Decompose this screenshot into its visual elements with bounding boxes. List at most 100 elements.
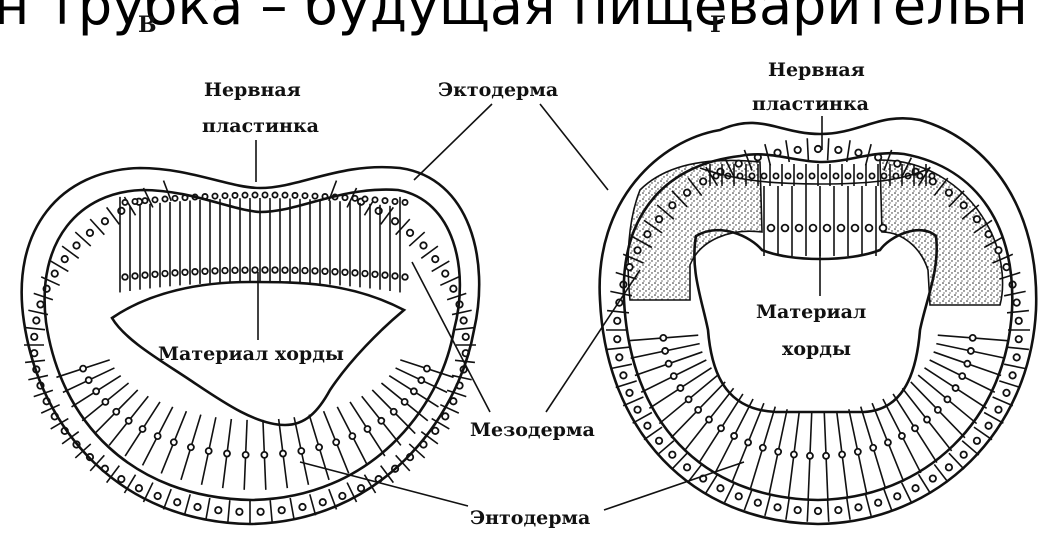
ectoderm-cell-nucleus bbox=[626, 264, 632, 270]
chorda-cell-nucleus bbox=[838, 225, 845, 232]
endoderm-cell-nucleus bbox=[660, 335, 666, 341]
plate-cell-nucleus bbox=[272, 267, 278, 273]
endoderm-cell-nucleus bbox=[970, 335, 976, 341]
endoderm-cell-nucleus bbox=[280, 451, 286, 457]
endoderm-cell-nucleus bbox=[775, 449, 781, 455]
ectoderm-cell-wall bbox=[616, 381, 637, 388]
ectoderm-cell-nucleus bbox=[614, 336, 620, 342]
plate-cell-nucleus bbox=[242, 193, 247, 198]
endoderm-cell-nucleus bbox=[870, 445, 876, 451]
ectoderm-cell-nucleus bbox=[794, 147, 800, 153]
ectoderm-cell-nucleus bbox=[700, 178, 706, 184]
chorda-cell-nucleus bbox=[782, 225, 789, 232]
ectoderm-cell-nucleus bbox=[73, 242, 79, 248]
ectoderm-cell-nucleus bbox=[215, 507, 221, 513]
chorda-cell-nucleus bbox=[796, 225, 803, 232]
panel-g-mesoderm-right bbox=[880, 160, 1003, 305]
plate-cell-nucleus bbox=[162, 196, 167, 201]
ectoderm-cell-nucleus bbox=[37, 301, 43, 307]
ectoderm-cell-nucleus bbox=[815, 146, 821, 152]
plate-cell-nucleus bbox=[252, 267, 258, 273]
chorda-cell-nucleus bbox=[880, 225, 887, 232]
ectoderm-cell-nucleus bbox=[432, 256, 438, 262]
ectoderm-cell-wall bbox=[164, 489, 172, 509]
ectoderm-cell-nucleus bbox=[930, 475, 936, 481]
ectoderm-cell-nucleus bbox=[1016, 318, 1022, 324]
plate-cell-nucleus bbox=[132, 273, 138, 279]
ectoderm-cell-wall bbox=[25, 360, 45, 362]
ectoderm-cell-wall bbox=[1007, 347, 1029, 349]
endoderm-cell-nucleus bbox=[411, 388, 417, 394]
ectoderm-cell-nucleus bbox=[616, 354, 622, 360]
ectoderm-cell-nucleus bbox=[794, 507, 800, 513]
endoderm-cell-nucleus bbox=[171, 439, 177, 445]
ectoderm-cell-wall bbox=[744, 489, 752, 510]
ectoderm-cell-nucleus bbox=[960, 202, 966, 208]
ectoderm-cell-wall bbox=[270, 500, 272, 522]
endoderm-cell-nucleus bbox=[959, 373, 965, 379]
endoderm-cell-nucleus bbox=[126, 418, 132, 424]
ectoderm-cell-nucleus bbox=[1013, 354, 1019, 360]
plate-cell-nucleus bbox=[232, 268, 238, 274]
ectoderm-cell-wall bbox=[1004, 364, 1026, 368]
neural-plate-cell-nucleus bbox=[917, 173, 922, 178]
ectoderm-cell-nucleus bbox=[320, 499, 326, 505]
ectoderm-cell-nucleus bbox=[656, 216, 662, 222]
endoderm-cell-nucleus bbox=[206, 448, 212, 454]
plate-cell-nucleus bbox=[382, 272, 388, 278]
plate-cell-nucleus bbox=[172, 196, 177, 201]
label-neural-plate-line1: Нервная bbox=[204, 79, 301, 101]
label-mesoderm: Мезодерма bbox=[470, 419, 595, 441]
ectoderm-cell-nucleus bbox=[656, 438, 662, 444]
endoderm-cell-nucleus bbox=[298, 448, 304, 454]
ectoderm-cell-nucleus bbox=[460, 317, 466, 323]
neural-plate-cell-nucleus bbox=[749, 173, 754, 178]
endoderm-cell-nucleus bbox=[935, 407, 941, 413]
label-neural-plate-g-line1: Нервная bbox=[768, 59, 865, 81]
plate-cell-nucleus bbox=[192, 269, 198, 275]
panel-letter-v: В bbox=[138, 12, 157, 38]
plate-cell-nucleus bbox=[172, 270, 178, 276]
endoderm-cell-nucleus bbox=[706, 417, 712, 423]
ectoderm-cell-nucleus bbox=[420, 242, 426, 248]
ectoderm-cell-nucleus bbox=[407, 230, 413, 236]
plate-cell-nucleus bbox=[362, 196, 367, 201]
ectoderm-cell-nucleus bbox=[974, 216, 980, 222]
ectoderm-cell-wall bbox=[455, 328, 475, 330]
ectoderm-cell-nucleus bbox=[855, 504, 861, 510]
chorda-cell-nucleus bbox=[866, 225, 873, 232]
plate-cell-nucleus bbox=[312, 268, 318, 274]
leader-ectoderm-g bbox=[540, 104, 608, 190]
ectoderm-cell-nucleus bbox=[1003, 390, 1009, 396]
neural-plate-cell-nucleus bbox=[821, 173, 826, 178]
endoderm-cell-nucleus bbox=[807, 453, 813, 459]
ectoderm-cell-nucleus bbox=[358, 485, 364, 491]
ectoderm-cell-nucleus bbox=[995, 407, 1001, 413]
plate-cell-nucleus bbox=[362, 271, 368, 277]
plate-cell-nucleus bbox=[392, 199, 397, 204]
ectoderm-cell-nucleus bbox=[974, 438, 980, 444]
ectoderm-cell-nucleus bbox=[620, 372, 626, 378]
chorda-cell-nucleus bbox=[810, 225, 817, 232]
ectoderm-cell-wall bbox=[610, 364, 632, 368]
ectoderm-cell-wall bbox=[786, 498, 789, 520]
endoderm-cell-nucleus bbox=[695, 407, 701, 413]
chorda-cell-nucleus bbox=[824, 225, 831, 232]
endoderm-cell-nucleus bbox=[80, 366, 86, 372]
ectoderm-cell-nucleus bbox=[736, 160, 742, 166]
plate-cell-nucleus bbox=[312, 193, 317, 198]
ectoderm-cell-wall bbox=[828, 500, 829, 522]
ectoderm-cell-nucleus bbox=[102, 218, 108, 224]
ectoderm-cell-nucleus bbox=[1013, 299, 1019, 305]
ectoderm-cell-nucleus bbox=[62, 256, 68, 262]
ectoderm-cell-nucleus bbox=[755, 499, 761, 505]
ectoderm-cell-nucleus bbox=[1016, 336, 1022, 342]
endoderm-cell-nucleus bbox=[224, 451, 230, 457]
plate-cell-nucleus bbox=[262, 267, 268, 273]
ectoderm-cell-wall bbox=[25, 328, 45, 330]
endoderm-cell-nucleus bbox=[243, 452, 249, 458]
ectoderm-cell-wall bbox=[452, 310, 472, 314]
endoderm-cell-nucleus bbox=[349, 433, 355, 439]
ectoderm-cell-nucleus bbox=[154, 493, 160, 499]
endoderm-cell-nucleus bbox=[140, 426, 146, 432]
